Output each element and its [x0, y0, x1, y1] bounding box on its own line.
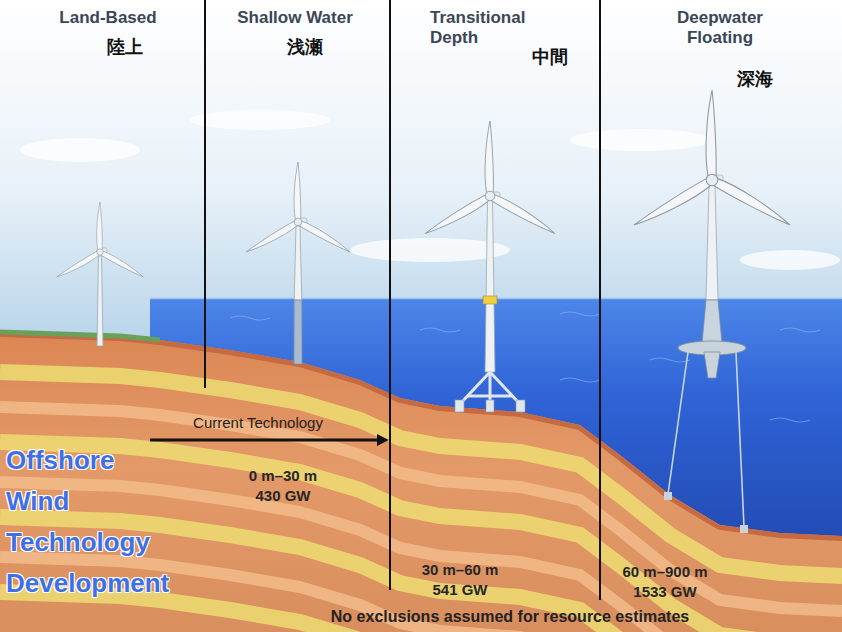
depth-range: 30 m–60 m [422, 560, 499, 580]
japanese-label: 深海 [737, 68, 773, 90]
column-heading: Transitional Depth [430, 8, 548, 48]
land-turbine [56, 202, 145, 346]
column-heading: Land-Based [59, 8, 156, 28]
caption-note: No exclusions assumed for resource estim… [331, 607, 689, 627]
diagram-title: Offshore Wind Technology Development [6, 440, 16, 604]
arrow-label: Current Technology [193, 414, 323, 432]
depth-column: Deepwater Floating 深海 60 m–900 m1533 GW [600, 0, 842, 632]
depth-column: Transitional Depth中間 30 m–60 m541 GW [390, 0, 600, 632]
japanese-label: 中間 [532, 46, 568, 68]
technology-arrow [150, 439, 378, 442]
capacity-value: 1533 GW [633, 582, 696, 602]
jacket-turbine [423, 121, 557, 412]
depth-range: 0 m–30 m [249, 466, 317, 486]
monopile-turbine [245, 162, 352, 364]
floating-turbine [632, 90, 793, 533]
japanese-label: 浅瀬 [287, 36, 323, 58]
depth-range: 60 m–900 m [622, 562, 707, 582]
depth-column: Shallow Water 浅瀬 0 m–30 m430 GW [205, 0, 390, 632]
japanese-label: 陸上 [107, 36, 143, 58]
depth-column: Land-Based 陸上 [0, 0, 205, 632]
capacity-value: 430 GW [255, 486, 310, 506]
column-heading: Shallow Water [237, 8, 353, 28]
capacity-value: 541 GW [432, 580, 487, 600]
column-heading: Deepwater Floating [655, 8, 785, 48]
